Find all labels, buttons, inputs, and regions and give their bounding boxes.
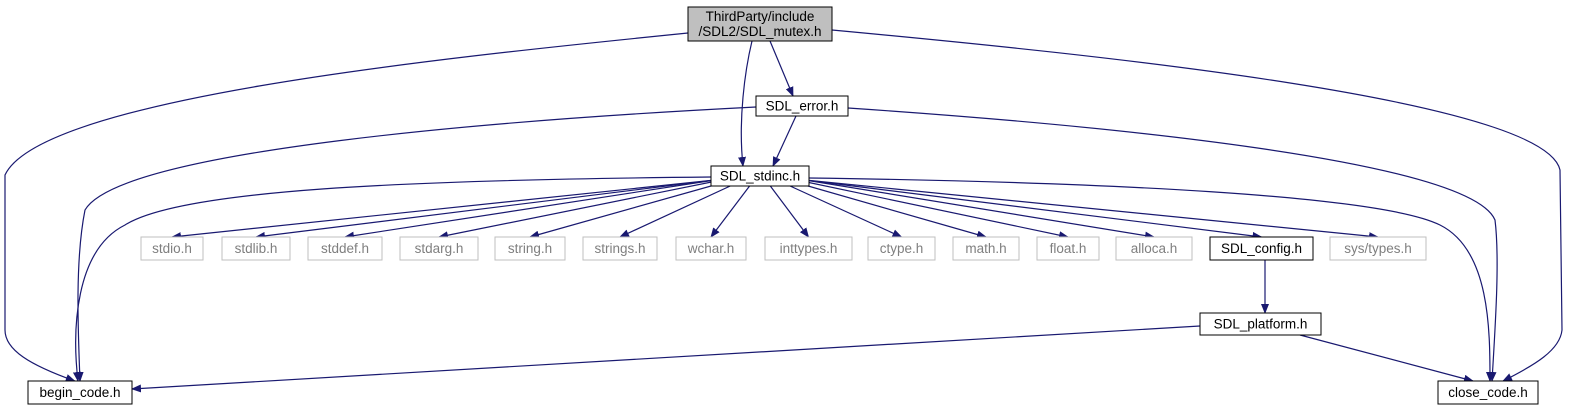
edge-stdinc-to-float [796, 179, 1069, 240]
node-label-root: /SDL2/SDL_mutex.h [698, 24, 821, 39]
edge-stdinc-to-ctype [776, 179, 903, 238]
node-label-inttypes: inttypes.h [780, 241, 838, 256]
node-label-wchar: wchar.h [687, 241, 735, 256]
node-float: float.h [1036, 236, 1100, 261]
node-label-platform: SDL_platform.h [1214, 317, 1308, 332]
node-label-string: string.h [508, 241, 552, 256]
node-begin[interactable]: begin_code.h [27, 380, 133, 405]
node-box-string [494, 236, 566, 261]
edge-error-to-begin [75, 106, 757, 382]
node-box-close [1437, 380, 1539, 405]
edge-stdinc-to-math [786, 179, 987, 239]
node-label-error: SDL_error.h [766, 99, 839, 114]
node-box-ctype [867, 236, 936, 261]
node-stdarg: stdarg.h [399, 236, 479, 261]
node-label-stdlib: stdlib.h [235, 241, 278, 256]
edge-stdinc-to-strings [619, 179, 744, 238]
node-box-error [755, 95, 849, 117]
node-label-math: math.h [965, 241, 1006, 256]
edge-error-to-stdinc [772, 115, 797, 167]
node-label-stdarg: stdarg.h [415, 241, 464, 256]
edge-platform-to-close [1299, 334, 1474, 383]
edge-error-to-close [847, 107, 1498, 382]
edge-stdinc-to-config [804, 179, 1263, 240]
node-box-stdio [140, 236, 204, 261]
node-stdlib: stdlib.h [221, 236, 291, 261]
edges [4, 29, 1563, 393]
node-inttypes: inttypes.h [764, 236, 853, 261]
node-label-stddef: stddef.h [321, 241, 369, 256]
node-box-root [687, 6, 833, 42]
node-label-root: ThirdParty/include [706, 9, 815, 24]
edge-root-to-close [831, 29, 1563, 382]
edge-root-to-begin [4, 32, 689, 382]
node-platform[interactable]: SDL_platform.h [1199, 312, 1322, 336]
node-strings: strings.h [582, 236, 658, 261]
node-label-float: float.h [1050, 241, 1087, 256]
node-box-strings [582, 236, 658, 261]
edge-stdinc-to-begin [72, 176, 712, 382]
node-close[interactable]: close_code.h [1437, 380, 1539, 405]
node-stdio: stdio.h [140, 236, 204, 261]
node-box-stdlib [221, 236, 291, 261]
node-label-systypes: sys/types.h [1344, 241, 1412, 256]
node-config[interactable]: SDL_config.h [1209, 236, 1314, 261]
node-root[interactable]: ThirdParty/include/SDL2/SDL_mutex.h [687, 6, 833, 42]
node-box-float [1036, 236, 1100, 261]
edge-stdinc-to-string [529, 179, 733, 239]
edge-stdinc-to-systypes [804, 179, 1379, 241]
node-label-alloca: alloca.h [1131, 241, 1178, 256]
node-box-math [952, 236, 1020, 261]
node-label-close: close_code.h [1448, 385, 1528, 400]
node-stddef: stddef.h [307, 236, 383, 261]
edge-stdinc-to-stdlib [255, 179, 716, 240]
node-systypes: sys/types.h [1329, 236, 1427, 261]
node-wchar: wchar.h [675, 236, 747, 261]
nodes: ThirdParty/include/SDL2/SDL_mutex.hSDL_e… [27, 6, 1539, 405]
node-box-inttypes [764, 236, 853, 261]
node-label-ctype: ctype.h [880, 241, 924, 256]
node-label-strings: strings.h [594, 241, 645, 256]
edge-stdinc-to-stdarg [438, 179, 722, 240]
node-error[interactable]: SDL_error.h [755, 95, 849, 117]
edge-stdinc-to-close [808, 177, 1494, 382]
node-box-stdinc [710, 165, 810, 187]
node-string: string.h [494, 236, 566, 261]
edge-stdinc-to-wchar [710, 179, 755, 238]
edge-stdinc-to-alloca [804, 179, 1155, 240]
node-box-systypes [1329, 236, 1427, 261]
node-math: math.h [952, 236, 1020, 261]
node-label-config: SDL_config.h [1221, 241, 1302, 256]
node-box-stdarg [399, 236, 479, 261]
node-label-stdinc: SDL_stdinc.h [720, 169, 800, 184]
node-box-begin [27, 380, 133, 405]
node-alloca: alloca.h [1115, 236, 1193, 261]
edge-root-to-stdinc [738, 40, 753, 167]
node-label-stdio: stdio.h [152, 241, 192, 256]
node-box-stddef [307, 236, 383, 261]
edge-root-to-error [769, 40, 794, 97]
edge-stdinc-to-stddef [344, 179, 716, 240]
node-ctype: ctype.h [867, 236, 936, 261]
node-box-wchar [675, 236, 747, 261]
node-box-config [1209, 236, 1314, 261]
node-stdinc[interactable]: SDL_stdinc.h [710, 165, 810, 187]
node-label-begin: begin_code.h [39, 385, 120, 400]
node-box-platform [1199, 312, 1322, 336]
edge-stdinc-to-stdio [171, 179, 716, 241]
edge-platform-to-begin [131, 325, 1201, 393]
edge-stdinc-to-inttypes [765, 179, 810, 238]
node-box-alloca [1115, 236, 1193, 261]
